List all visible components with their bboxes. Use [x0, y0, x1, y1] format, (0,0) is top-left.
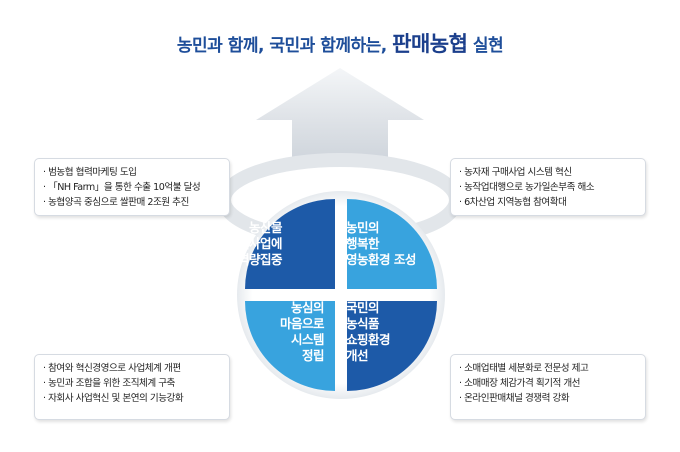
list-item: 농협양곡 중심으로 쌀판매 2조원 추진 — [43, 195, 223, 210]
title-prefix: 농민과 함께, 국민과 함께하는, — [176, 36, 387, 56]
list-item: 자회사 사업혁신 및 본연의 기능강화 — [43, 391, 223, 406]
q1-line-1: 농산물 — [248, 220, 283, 235]
list-item: 농자재 구매사업 시스템 혁신 — [459, 165, 639, 180]
list-item: 참여와 혁신경영으로 사업체계 개편 — [43, 361, 223, 376]
q3-line-3: 시스템 — [290, 332, 325, 347]
up-arrow-shape — [256, 68, 424, 160]
quadrant-label-top-right: 농민의 행복한 영농환경 조성 — [346, 220, 416, 268]
q2-line-2: 행복한 — [346, 236, 380, 251]
list-item: 소매업태별 세분화로 전문성 제고 — [459, 361, 639, 376]
list-item: 범농협 협력마케팅 도입 — [43, 165, 223, 180]
q3-line-1: 농심의 — [290, 300, 325, 315]
list-item: 온라인판매채널 경쟁력 강화 — [459, 391, 639, 406]
info-box-top-right: 농자재 구매사업 시스템 혁신 농작업대행으로 농가일손부족 해소 6차산업 지… — [450, 158, 646, 216]
q3-line-2: 마음으로 — [279, 316, 325, 331]
info-box-bottom-left: 참여와 혁신경영으로 사업체계 개편 농민과 조합을 위한 조직체계 구축 자회… — [34, 354, 230, 420]
q4-line-2: 농식품 — [346, 316, 380, 331]
q2-line-1: 농민의 — [346, 220, 380, 235]
list-item: 소매매장 체감가격 획기적 개선 — [459, 376, 639, 391]
q4-line-1: 국민의 — [346, 300, 380, 315]
quadrant-label-bottom-left: 농심의 마음으로 시스템 정립 — [279, 300, 325, 364]
q4-line-3: 쇼핑환경 — [346, 332, 391, 347]
quadrant-label-bottom-right: 국민의 농식품 쇼핑환경 개선 — [346, 300, 391, 364]
q2-line-3: 영농환경 조성 — [346, 252, 416, 267]
info-box-top-left: 범농협 협력마케팅 도입 「NH Farm」을 통한 수출 10억불 달성 농협… — [34, 158, 230, 216]
list-item: 「NH Farm」을 통한 수출 10억불 달성 — [43, 180, 223, 195]
list-item: 농작업대행으로 농가일손부족 해소 — [459, 180, 639, 195]
quadrant-label-top-left: 농산물 판매사업에 역량집중 — [226, 220, 283, 268]
q1-line-2: 판매사업에 — [226, 236, 283, 251]
quadrant-bottom-left — [245, 301, 335, 391]
quadrant-top-left — [245, 199, 335, 289]
q1-line-3: 역량집중 — [237, 252, 283, 267]
info-box-bottom-right: 소매업태별 세분화로 전문성 제고 소매매장 체감가격 획기적 개선 온라인판매… — [450, 354, 646, 420]
q3-line-4: 정립 — [301, 348, 325, 363]
title-highlight: 판매농협 — [392, 32, 468, 56]
page-title: 농민과 함께, 국민과 함께하는, 판매농협 실현 — [0, 28, 680, 58]
q4-line-4: 개선 — [346, 348, 369, 363]
quadrant-bottom-right — [347, 301, 437, 391]
list-item: 농민과 조합을 위한 조직체계 구축 — [43, 376, 223, 391]
title-suffix: 실현 — [472, 36, 504, 56]
list-item: 6차산업 지역농협 참여확대 — [459, 195, 639, 210]
quadrant-top-right — [347, 199, 437, 289]
